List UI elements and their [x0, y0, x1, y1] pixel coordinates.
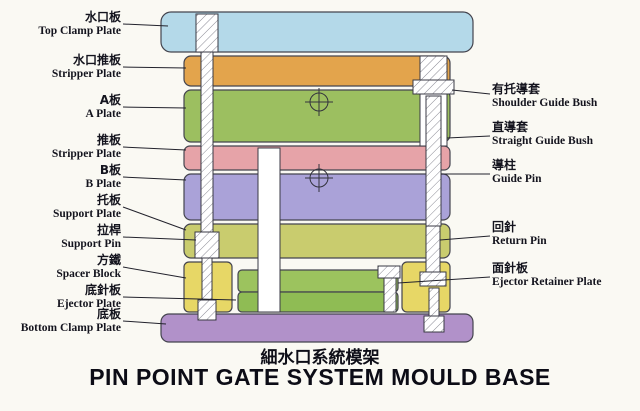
leader-top-clamp-plate	[122, 23, 169, 27]
support-pin-lower-shaft	[201, 257, 213, 301]
ejector-screw-head	[377, 265, 401, 279]
support-pin-shaft	[200, 51, 214, 233]
support-plate-shape	[183, 223, 451, 259]
leader-ejector-retainer-plate	[397, 276, 491, 284]
label-return-pin-en: Return Pin	[492, 235, 547, 247]
diagram-title-english: PIN POINT GATE SYSTEM MOULD BASE	[89, 364, 551, 390]
label-spacer-block-en: Spacer Block	[56, 268, 121, 280]
leader-support-pin	[122, 236, 197, 241]
guide-pin-shaft	[425, 95, 442, 227]
top-clamp-plate-shape	[160, 11, 474, 53]
label-shoulder-guide-bush-zh: 有托導套	[492, 82, 541, 96]
label-guide-pin: 導柱 Guide Pin	[492, 158, 640, 186]
label-stripper-plate-mid: 推板 Stripper Plate	[0, 133, 121, 161]
label-straight-guide-bush: 直導套 Straight Guide Bush	[492, 120, 640, 148]
label-top-clamp-plate-en: Top Clamp Plate	[38, 25, 121, 37]
shoulder-guide-bush-flange	[412, 79, 455, 95]
stripper-plate-mid-shape	[183, 145, 451, 171]
label-support-pin: 拉桿 Support Pin	[0, 223, 121, 251]
label-return-pin-zh: 回針	[492, 220, 517, 234]
ejector-screw-shaft	[383, 277, 397, 313]
label-top-clamp-plate-zh: 水口板	[84, 10, 121, 24]
label-support-plate: 托板 Support Plate	[0, 193, 121, 221]
label-support-plate-en: Support Plate	[52, 208, 121, 220]
leader-bottom-clamp-plate	[122, 320, 167, 325]
return-pin-head	[419, 271, 447, 287]
a-plate-shape	[183, 89, 451, 143]
leader-b-plate	[122, 176, 187, 181]
diagram-title-chinese: 細水口系統模架	[260, 348, 380, 368]
support-pin-head	[195, 13, 219, 53]
leader-stripper-plate-top	[122, 66, 187, 69]
label-straight-guide-bush-en: Straight Guide Bush	[492, 135, 593, 147]
leader-a-plate	[122, 106, 187, 109]
leader-straight-guide-bush	[446, 135, 491, 139]
label-straight-guide-bush-zh: 直導套	[492, 120, 529, 134]
support-pin-collar	[194, 231, 220, 259]
leader-stripper-plate-mid	[122, 146, 187, 151]
label-spacer-block: 方鐵 Spacer Block	[0, 253, 121, 281]
label-return-pin: 回針 Return Pin	[492, 220, 640, 248]
label-ejector-plate: 底針板 Ejector Plate	[0, 283, 121, 311]
label-shoulder-guide-bush-en: Shoulder Guide Bush	[492, 97, 598, 109]
hardware	[194, 13, 455, 333]
label-b-plate-en: B Plate	[85, 178, 121, 190]
return-pin-shaft	[425, 225, 441, 273]
shoulder-guide-bush-body	[419, 55, 448, 81]
label-b-plate-zh: B板	[99, 163, 121, 177]
label-support-plate-zh: 托板	[96, 193, 121, 207]
label-ejector-retainer-plate-en: Ejector Retainer Plate	[492, 276, 602, 288]
label-stripper-plate-top-zh: 水口推板	[72, 53, 121, 67]
crosshair-symbols	[305, 88, 333, 192]
b-plate-shape	[183, 173, 451, 221]
label-stripper-plate-mid-zh: 推板	[96, 133, 121, 147]
label-bottom-clamp-plate-zh: 底板	[96, 307, 121, 321]
label-guide-pin-zh: 導柱	[492, 158, 517, 172]
stripper-plate-top-shape	[183, 55, 451, 87]
bottom-bolt-shaft	[428, 287, 440, 319]
bottom-clamp-plate-shape	[160, 313, 474, 343]
label-stripper-plate-top: 水口推板 Stripper Plate	[0, 53, 121, 81]
label-support-pin-en: Support Pin	[61, 238, 121, 250]
label-stripper-plate-top-en: Stripper Plate	[51, 68, 121, 80]
label-spacer-block-zh: 方鐵	[96, 253, 121, 267]
support-pin-bolt-head	[197, 299, 217, 321]
leader-ejector-plate	[122, 296, 237, 301]
label-top-clamp-plate: 水口板 Top Clamp Plate	[0, 10, 121, 38]
bottom-bolt-head	[423, 315, 445, 333]
leader-return-pin	[439, 235, 491, 241]
label-stripper-plate-mid-en: Stripper Plate	[51, 148, 121, 160]
label-b-plate: B板 B Plate	[0, 163, 121, 191]
label-a-plate: A板 A Plate	[0, 93, 121, 121]
label-ejector-plate-en: Ejector Plate	[57, 298, 121, 310]
label-a-plate-en: A Plate	[85, 108, 121, 120]
label-ejector-retainer-plate: 面針板 Ejector Retainer Plate	[492, 261, 640, 289]
leader-spacer-block	[122, 266, 187, 279]
leader-shoulder-guide-bush	[451, 89, 491, 95]
label-bottom-clamp-plate: 底板 Bottom Clamp Plate	[0, 307, 121, 335]
label-a-plate-zh: A板	[99, 93, 121, 107]
label-ejector-plate-zh: 底針板	[84, 283, 121, 297]
label-guide-pin-en: Guide Pin	[492, 173, 542, 185]
label-shoulder-guide-bush: 有托導套 Shoulder Guide Bush	[492, 82, 640, 110]
label-bottom-clamp-plate-en: Bottom Clamp Plate	[20, 322, 121, 334]
label-support-pin-zh: 拉桿	[96, 223, 121, 237]
label-ejector-retainer-plate-zh: 面針板	[492, 261, 529, 275]
leader-support-plate	[122, 206, 187, 231]
support-pillar	[257, 147, 281, 313]
leader-lines	[122, 23, 491, 325]
